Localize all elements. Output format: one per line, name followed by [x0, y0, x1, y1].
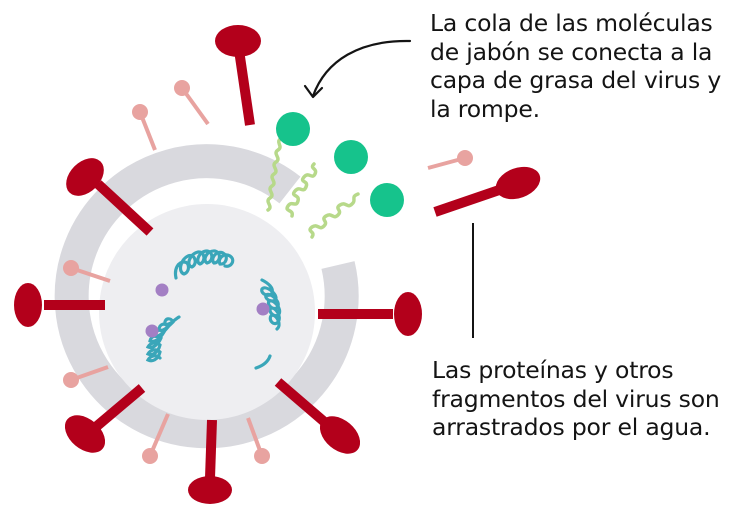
proteins-caption-line: arrastrados por el agua. [432, 413, 711, 441]
soap-caption-line: La cola de las moléculas [430, 9, 713, 37]
soap-caption: La cola de las moléculas de jabón se con… [430, 9, 721, 123]
proteins-caption-line: Las proteínas y otros [432, 356, 674, 384]
soap-molecule-icon [266, 112, 310, 212]
soap-molecules [266, 112, 404, 239]
light-spikes [63, 80, 473, 464]
rna-markers [145, 283, 270, 338]
curved-arrow-icon [303, 39, 412, 99]
rna-strand [145, 249, 282, 370]
dark-spikes [14, 25, 541, 504]
soap-caption-line: la rompe. [430, 94, 540, 123]
soap-molecule-icon [285, 140, 368, 218]
soap-molecule-icon [308, 183, 404, 239]
proteins-caption: Las proteínas y otros fragmentos del vir… [432, 356, 720, 442]
proteins-caption-line: fragmentos del virus son [432, 384, 720, 413]
soap-caption-line: capa de grasa del virus y [430, 66, 722, 94]
soap-caption-line: de jabón se conecta a la [430, 37, 713, 66]
